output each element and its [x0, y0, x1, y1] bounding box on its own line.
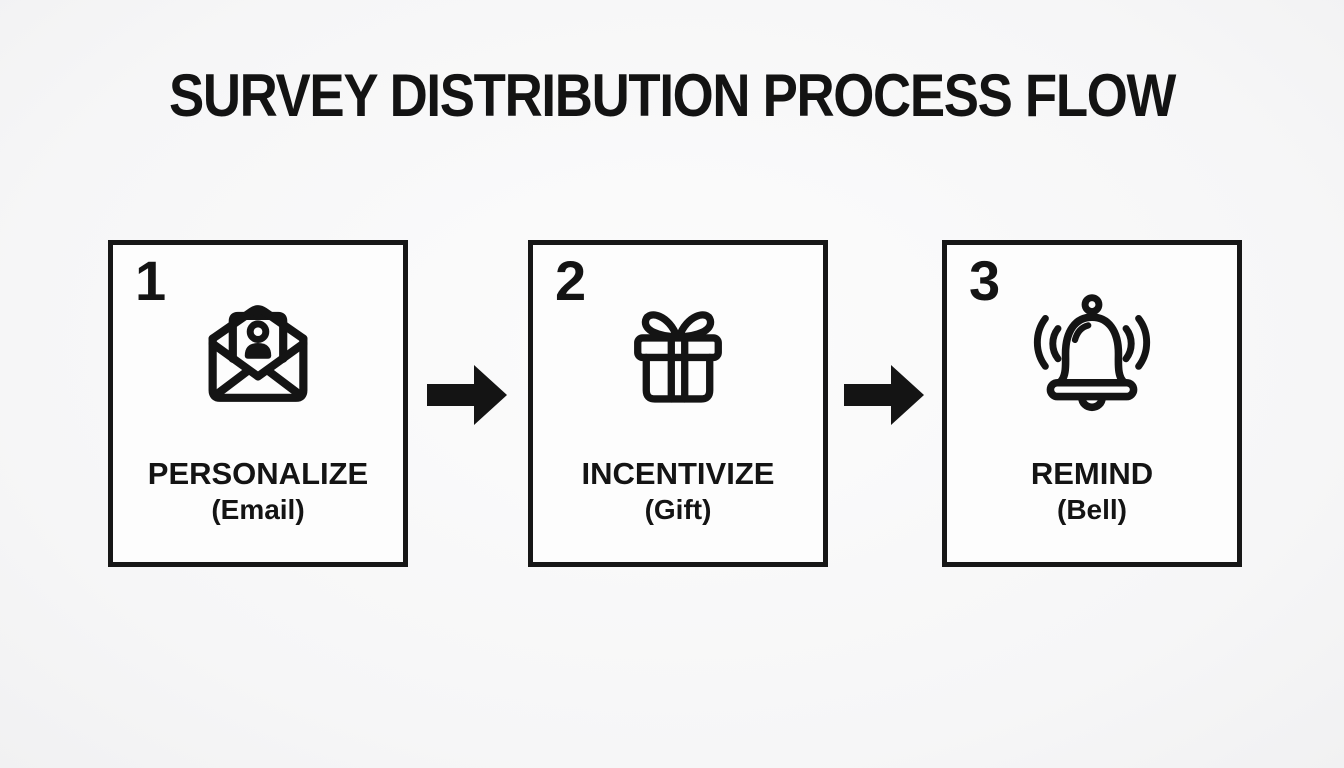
step-number: 1 — [135, 249, 166, 312]
step-label: PERSONALIZE — [147, 456, 369, 491]
step-number: 2 — [555, 249, 586, 312]
step-box-incentivize: 2 INCENTIVIZE (Gift) — [528, 240, 828, 567]
page-title: SURVEY DISTRIBUTION PROCESS FLOW — [168, 62, 1176, 129]
step-sublabel: (Email) — [211, 494, 305, 525]
arrow-right-icon — [844, 364, 924, 425]
step-number: 3 — [969, 249, 1000, 312]
gift-icon — [610, 289, 746, 421]
step-sublabel: (Gift) — [644, 494, 712, 525]
connector — [408, 240, 528, 567]
step-label: INCENTIVIZE — [581, 456, 775, 491]
step-label: REMIND — [1030, 456, 1154, 491]
connector — [828, 240, 942, 567]
process-flow: 1 PERSONALIZE (Email) — [108, 240, 1242, 567]
step-box-remind: 3 REMIND (Bell) — [942, 240, 1242, 567]
email-envelope-icon — [190, 289, 326, 421]
step-sublabel: (Bell) — [1057, 494, 1127, 525]
bell-icon — [1024, 289, 1160, 421]
step-box-personalize: 1 PERSONALIZE (Email) — [108, 240, 408, 567]
arrow-right-icon — [427, 364, 507, 425]
